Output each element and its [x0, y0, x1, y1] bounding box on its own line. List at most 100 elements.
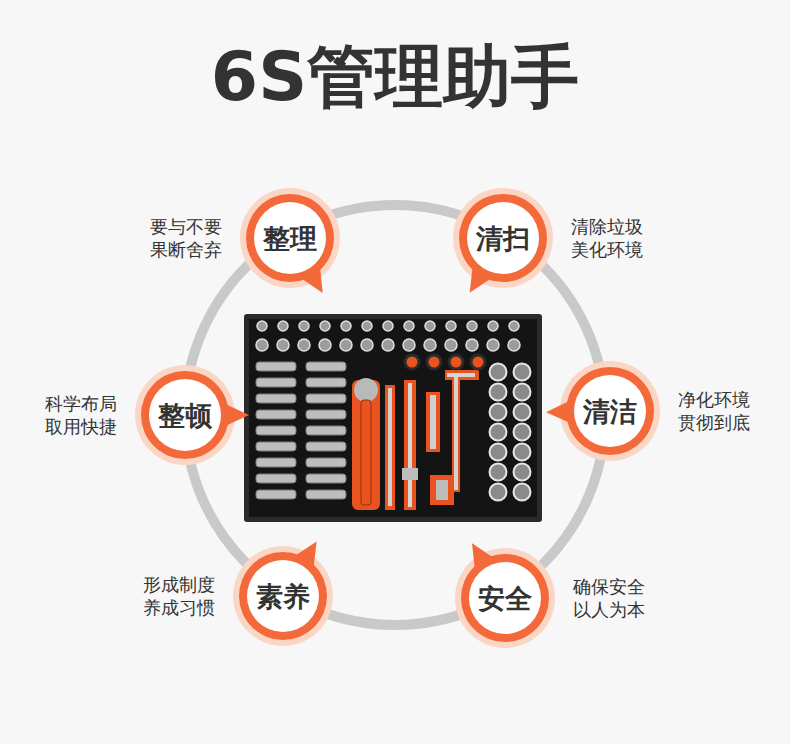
- socket: [320, 321, 330, 331]
- tray-frame: [244, 314, 542, 522]
- circle-halo: [560, 361, 660, 461]
- step-name: 整顿: [158, 402, 212, 429]
- socket: [257, 321, 267, 331]
- socket: [490, 464, 507, 481]
- socket: [514, 484, 531, 501]
- long-sockets: [256, 362, 346, 499]
- socket: [256, 339, 268, 351]
- tool-cutout: [385, 385, 395, 510]
- socket: [277, 339, 289, 351]
- socket: [256, 426, 296, 435]
- circle-ring: [461, 554, 549, 642]
- circle-ring: [239, 552, 327, 640]
- socket: [256, 410, 296, 419]
- step-name: 素养: [256, 583, 310, 610]
- tool-cutout: [426, 392, 440, 452]
- socket: [404, 321, 414, 331]
- step-description: 净化环境 贯彻到底: [678, 388, 755, 435]
- socket: [508, 339, 520, 351]
- socket: [449, 355, 463, 369]
- t-bar: [454, 374, 458, 490]
- socket: [490, 404, 507, 421]
- circle-inner: [469, 562, 541, 634]
- circle-halo: [455, 548, 555, 648]
- extension-bar: [430, 395, 436, 449]
- socket: [514, 404, 531, 421]
- socket: [405, 355, 419, 369]
- socket: [424, 339, 436, 351]
- circle-inner: [254, 202, 326, 274]
- socket: [490, 384, 507, 401]
- circle-halo: [233, 546, 333, 646]
- ratchet-head: [354, 378, 378, 402]
- socket: [256, 394, 296, 403]
- socket: [278, 321, 288, 331]
- socket: [403, 339, 415, 351]
- socket: [306, 394, 346, 403]
- socket: [490, 444, 507, 461]
- socket: [471, 355, 485, 369]
- socket: [466, 339, 478, 351]
- circle-ring: [566, 367, 654, 455]
- socket: [490, 364, 507, 381]
- socket: [306, 362, 346, 371]
- socket: [256, 362, 296, 371]
- socket: [514, 424, 531, 441]
- extension-bar: [408, 383, 412, 507]
- extension-bar: [388, 388, 392, 506]
- socket: [514, 444, 531, 461]
- step-name: 安全: [478, 585, 532, 612]
- tray-foam: [249, 319, 537, 517]
- socket: [361, 339, 373, 351]
- socket: [427, 355, 441, 369]
- socket: [467, 321, 477, 331]
- socket: [340, 339, 352, 351]
- socket: [306, 474, 346, 483]
- ratchet-tools: [352, 355, 485, 510]
- socket: [383, 321, 393, 331]
- socket: [306, 410, 346, 419]
- socket: [487, 339, 499, 351]
- socket: [509, 321, 519, 331]
- socket: [445, 339, 457, 351]
- socket: [362, 321, 372, 331]
- socket: [514, 364, 531, 381]
- circle-ring: [459, 194, 547, 282]
- socket: [256, 458, 296, 467]
- step-circle: 清扫清除垃圾 美化环境: [455, 190, 551, 286]
- step-circle: 清洁净化环境 贯彻到底: [562, 363, 658, 459]
- small-sockets: [256, 321, 520, 351]
- circle-inner: [247, 560, 319, 632]
- step-name: 清洁: [583, 398, 637, 425]
- large-sockets: [490, 364, 531, 501]
- mid-sockets: [405, 355, 485, 369]
- circle-inner: [467, 202, 539, 274]
- circle-halo: [240, 188, 340, 288]
- step-circle: 整顿科学布局 取用快捷: [137, 367, 233, 463]
- circle-inner: [149, 379, 221, 451]
- socket: [306, 442, 346, 451]
- socket: [306, 490, 346, 499]
- socket: [256, 490, 296, 499]
- socket: [446, 321, 456, 331]
- tool-cutout: [452, 372, 460, 492]
- step-name: 清扫: [476, 225, 530, 252]
- socket: [319, 339, 331, 351]
- step-description: 要与不要 果断舍弃: [145, 215, 222, 262]
- socket: [341, 321, 351, 331]
- step-circle: 素养形成制度 养成习惯: [235, 548, 331, 644]
- socket: [490, 424, 507, 441]
- title: 6S管理助手: [0, 40, 790, 115]
- step-circle: 安全确保安全 以人为本: [457, 550, 553, 646]
- socket: [306, 378, 346, 387]
- t-bar: [447, 373, 475, 377]
- socket: [256, 474, 296, 483]
- step-name: 整理: [263, 225, 317, 252]
- tool-cutout: [352, 380, 380, 510]
- step-description: 形成制度 养成习惯: [138, 573, 215, 620]
- step-circle: 整理要与不要 果断舍弃: [242, 190, 338, 286]
- step-description: 确保安全 以人为本: [573, 575, 650, 622]
- socket: [490, 484, 507, 501]
- socket: [306, 458, 346, 467]
